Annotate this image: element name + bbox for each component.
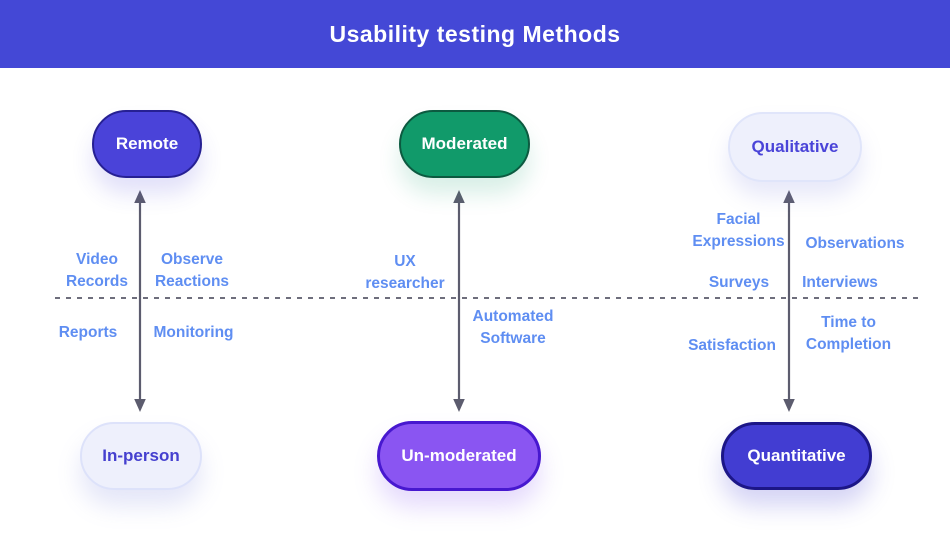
title-bar: Usability testing Methods (0, 0, 950, 68)
label-ux-researcher: UX researcher (365, 253, 445, 293)
pill-in-person: In-person (80, 422, 202, 490)
label-video-records: Video Records (65, 251, 129, 291)
pill-quantitative-label: Quantitative (747, 446, 846, 465)
dotted-divider-line (55, 297, 920, 299)
label-interviews: Interviews (802, 274, 878, 291)
pill-un-moderated-label: Un-moderated (401, 446, 517, 465)
pill-qualitative: Qualitative (728, 112, 862, 182)
label-observe-reactions: Observe Reactions (154, 251, 230, 291)
pill-qualitative-label: Qualitative (751, 137, 839, 156)
pill-quantitative: Quantitative (721, 422, 872, 490)
label-observations: Observations (805, 235, 905, 252)
pill-remote-label: Remote (115, 134, 179, 153)
label-automated-software: Automated Software (472, 308, 554, 348)
pill-in-person-label: In-person (102, 446, 180, 465)
double-arrow-icon-moderated-axis (453, 190, 465, 412)
pill-moderated-label: Moderated (421, 134, 508, 153)
double-arrow-icon-remote-axis (134, 190, 146, 412)
pill-un-moderated: Un-moderated (377, 421, 541, 491)
label-facial-expressions: Facial Expressions (692, 211, 785, 251)
label-reports: Reports (58, 324, 118, 341)
label-surveys: Surveys (708, 274, 770, 291)
double-arrow-icon-qualitative-axis (783, 190, 795, 412)
label-monitoring: Monitoring (153, 324, 234, 341)
label-time-to-completion: Time to Completion (805, 314, 892, 354)
label-satisfaction: Satisfaction (688, 337, 776, 354)
pill-moderated: Moderated (399, 110, 530, 178)
page-title: Usability testing Methods (329, 20, 621, 47)
pill-remote: Remote (92, 110, 202, 178)
